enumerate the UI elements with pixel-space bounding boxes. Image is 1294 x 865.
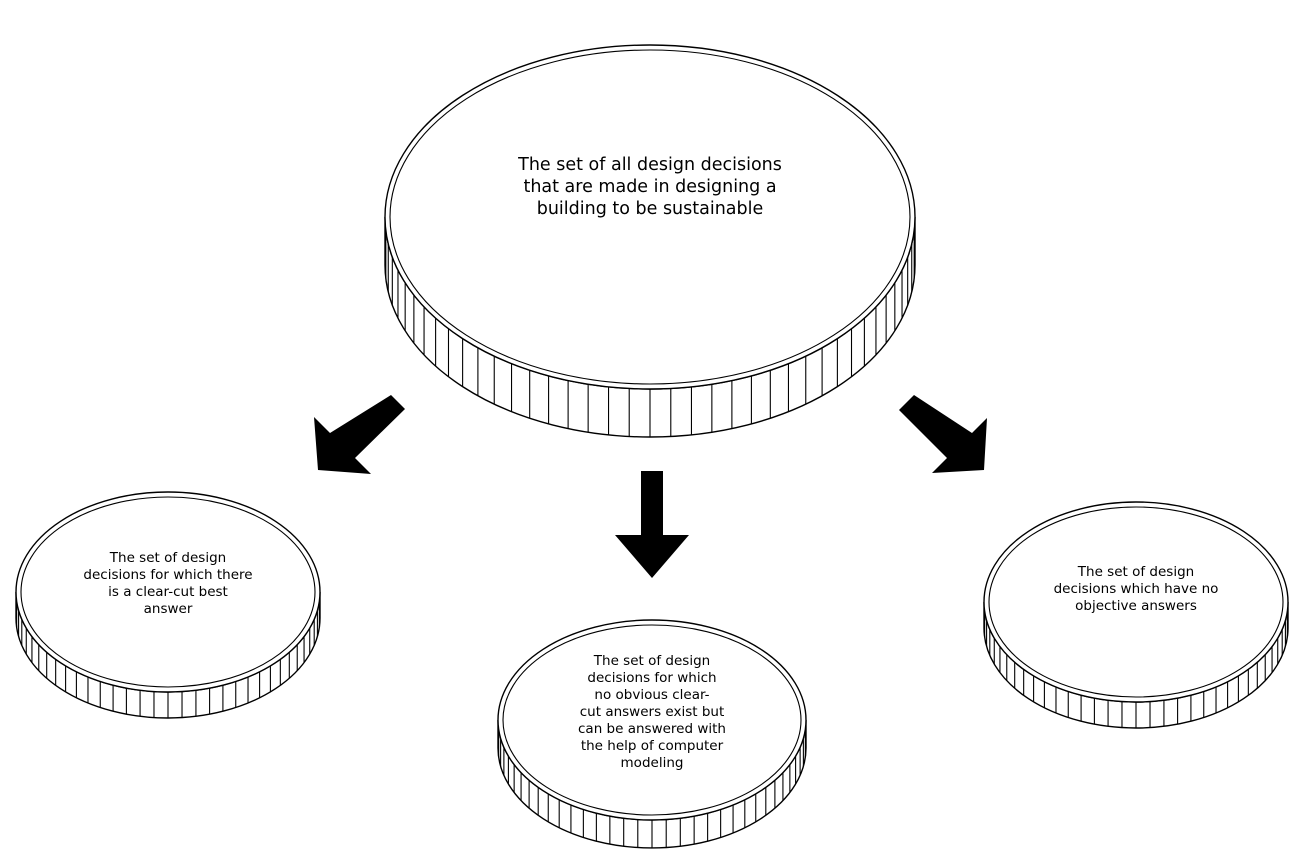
coin-ridges [984, 611, 1288, 728]
root-coin-shape [384, 44, 916, 438]
coin-face [384, 44, 916, 390]
label-line: modeling [621, 755, 684, 771]
coin-face [15, 491, 321, 693]
label-line: is a clear-cut best [108, 584, 228, 600]
coin-face [497, 619, 807, 821]
label-line: answer [144, 601, 193, 617]
coin-face-rim [502, 624, 802, 816]
arrow-left-icon [314, 395, 405, 474]
label-line: decisions for which there [83, 567, 252, 583]
label-line: decisions which have no [1054, 581, 1219, 597]
label-line: The set of all design decisions [517, 155, 782, 175]
label-line: can be answered with [578, 721, 726, 737]
label-line: The set of design [593, 653, 710, 669]
label-line: cut answers exist but [580, 704, 725, 720]
coin-face [983, 501, 1289, 703]
no-objective-coin-shape [983, 501, 1289, 729]
label-line: the help of computer [581, 738, 724, 754]
label-line: building to be sustainable [537, 199, 764, 219]
coin-ridges [16, 601, 320, 718]
clear-cut-coin-shape [15, 491, 321, 719]
coin-ridges [498, 729, 806, 848]
label-line: that are made in designing a [523, 177, 776, 197]
arrow-to-computer-modeling [615, 471, 689, 578]
arrow-down-icon [615, 471, 689, 578]
arrow-to-clear-cut [314, 395, 405, 474]
label-line: decisions for which [587, 670, 716, 686]
coin-face-rim [988, 506, 1284, 698]
computer-modeling-coin-shape [497, 619, 807, 849]
coin-face-rim [389, 49, 911, 385]
label-line: objective answers [1075, 598, 1197, 614]
label-line: The set of design [109, 550, 226, 566]
coin-face-rim [20, 496, 316, 688]
label-line: The set of design [1077, 564, 1194, 580]
arrow-to-no-objective [899, 395, 987, 473]
coin-ridges [385, 230, 915, 437]
label-line: no obvious clear- [594, 687, 709, 703]
arrow-right-icon [899, 395, 987, 473]
